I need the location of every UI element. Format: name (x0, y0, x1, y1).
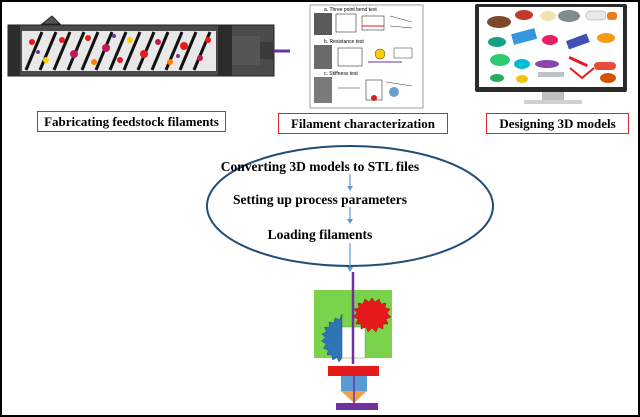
heater-block (328, 366, 379, 376)
drive-gear-right (352, 297, 392, 333)
step-loading-filaments: Loading filaments (267, 227, 373, 242)
extruder-illustration (7, 15, 290, 77)
build-plate (336, 403, 378, 410)
3d-model-thumbnails (487, 10, 617, 83)
step-process-parameters: Setting up process parameters (232, 192, 408, 207)
label-designing-3d-models: Designing 3D models (486, 113, 629, 134)
step-convert-stl: Converting 3D models to STL files (220, 159, 420, 174)
characterization-test-panel: a. Three point bend test b. Resistance t… (309, 4, 424, 109)
monitor-illustration (475, 4, 627, 104)
panel-a-title: a. Three point bend test (324, 7, 377, 13)
label-fabricating-filaments: Fabricating feedstock filaments (37, 111, 226, 132)
drive-gear-left (321, 313, 343, 363)
panel-c-title: c. Stiffness test (324, 71, 358, 77)
flow-arrows (347, 174, 353, 272)
panel-b-title: b. Resistance test (324, 39, 364, 45)
label-filament-characterization: Filament characterization (278, 113, 448, 134)
printer-head-illustration (314, 272, 392, 410)
